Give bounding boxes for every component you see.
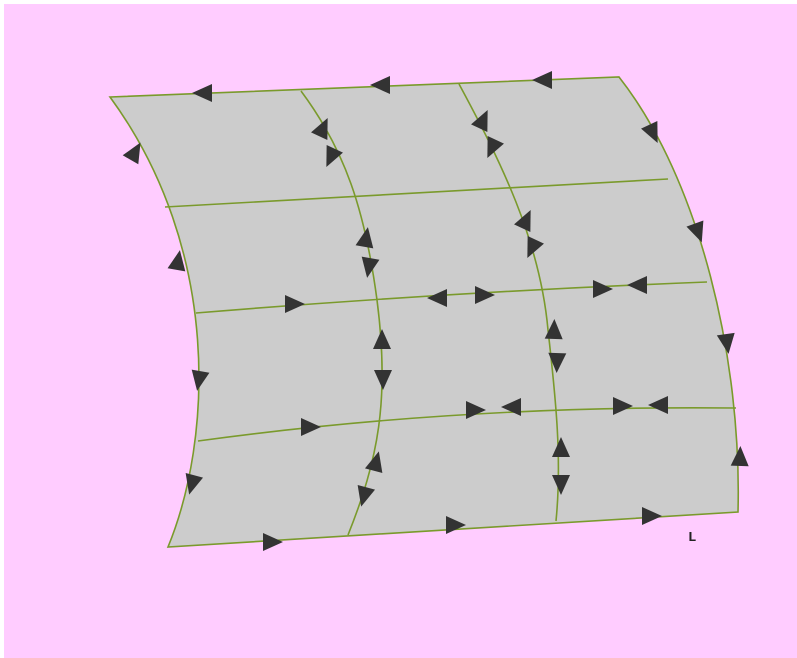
direction-arrow-16 <box>285 295 305 313</box>
direction-arrow-30 <box>613 397 633 415</box>
direction-arrow-25 <box>716 332 735 354</box>
direction-arrow-24 <box>548 352 567 373</box>
direction-arrow-38 <box>446 516 466 534</box>
mesh-diagram: L <box>4 4 797 658</box>
direction-arrow-17 <box>427 289 447 307</box>
direction-arrow-9 <box>487 136 504 158</box>
mesh-surface <box>110 77 739 547</box>
direction-arrow-13 <box>361 256 380 278</box>
direction-arrow-14 <box>686 220 704 243</box>
direction-arrow-32 <box>364 451 383 474</box>
direction-arrow-1 <box>192 84 212 102</box>
direction-arrow-35 <box>552 475 570 495</box>
direction-arrow-39 <box>263 533 283 551</box>
direction-arrow-8 <box>471 110 488 132</box>
direction-arrow-21 <box>373 329 391 349</box>
direction-arrow-7 <box>326 145 343 167</box>
direction-arrow-34 <box>552 437 570 457</box>
curved-mesh <box>108 76 740 548</box>
direction-arrow-3 <box>532 71 552 89</box>
direction-arrow-5 <box>641 121 658 143</box>
direction-arrow-28 <box>466 401 486 419</box>
direction-arrow-4 <box>122 142 141 165</box>
direction-arrow-27 <box>301 418 321 436</box>
mesh-line-horizontal-1 <box>164 178 669 208</box>
direction-arrow-31 <box>648 396 668 414</box>
direction-arrow-23 <box>544 319 563 340</box>
direction-arrow-33 <box>357 484 376 507</box>
direction-arrow-20 <box>627 276 647 294</box>
direction-arrow-22 <box>374 370 392 390</box>
direction-arrow-11 <box>527 236 544 258</box>
direction-arrows <box>122 71 749 551</box>
direction-arrow-19 <box>593 280 613 298</box>
direction-arrow-26 <box>191 369 210 391</box>
corner-label: L <box>688 530 696 546</box>
direction-arrow-29 <box>501 398 521 416</box>
direction-arrow-2 <box>370 76 390 94</box>
direction-arrow-15 <box>167 250 186 272</box>
direction-arrow-37 <box>185 472 204 495</box>
direction-arrow-18 <box>475 286 495 304</box>
direction-arrow-6 <box>311 118 328 140</box>
direction-arrow-36 <box>730 446 749 467</box>
direction-arrow-10 <box>514 210 531 232</box>
direction-arrow-12 <box>355 227 374 249</box>
diagram-canvas: L <box>4 4 797 658</box>
direction-arrow-40 <box>642 507 662 525</box>
